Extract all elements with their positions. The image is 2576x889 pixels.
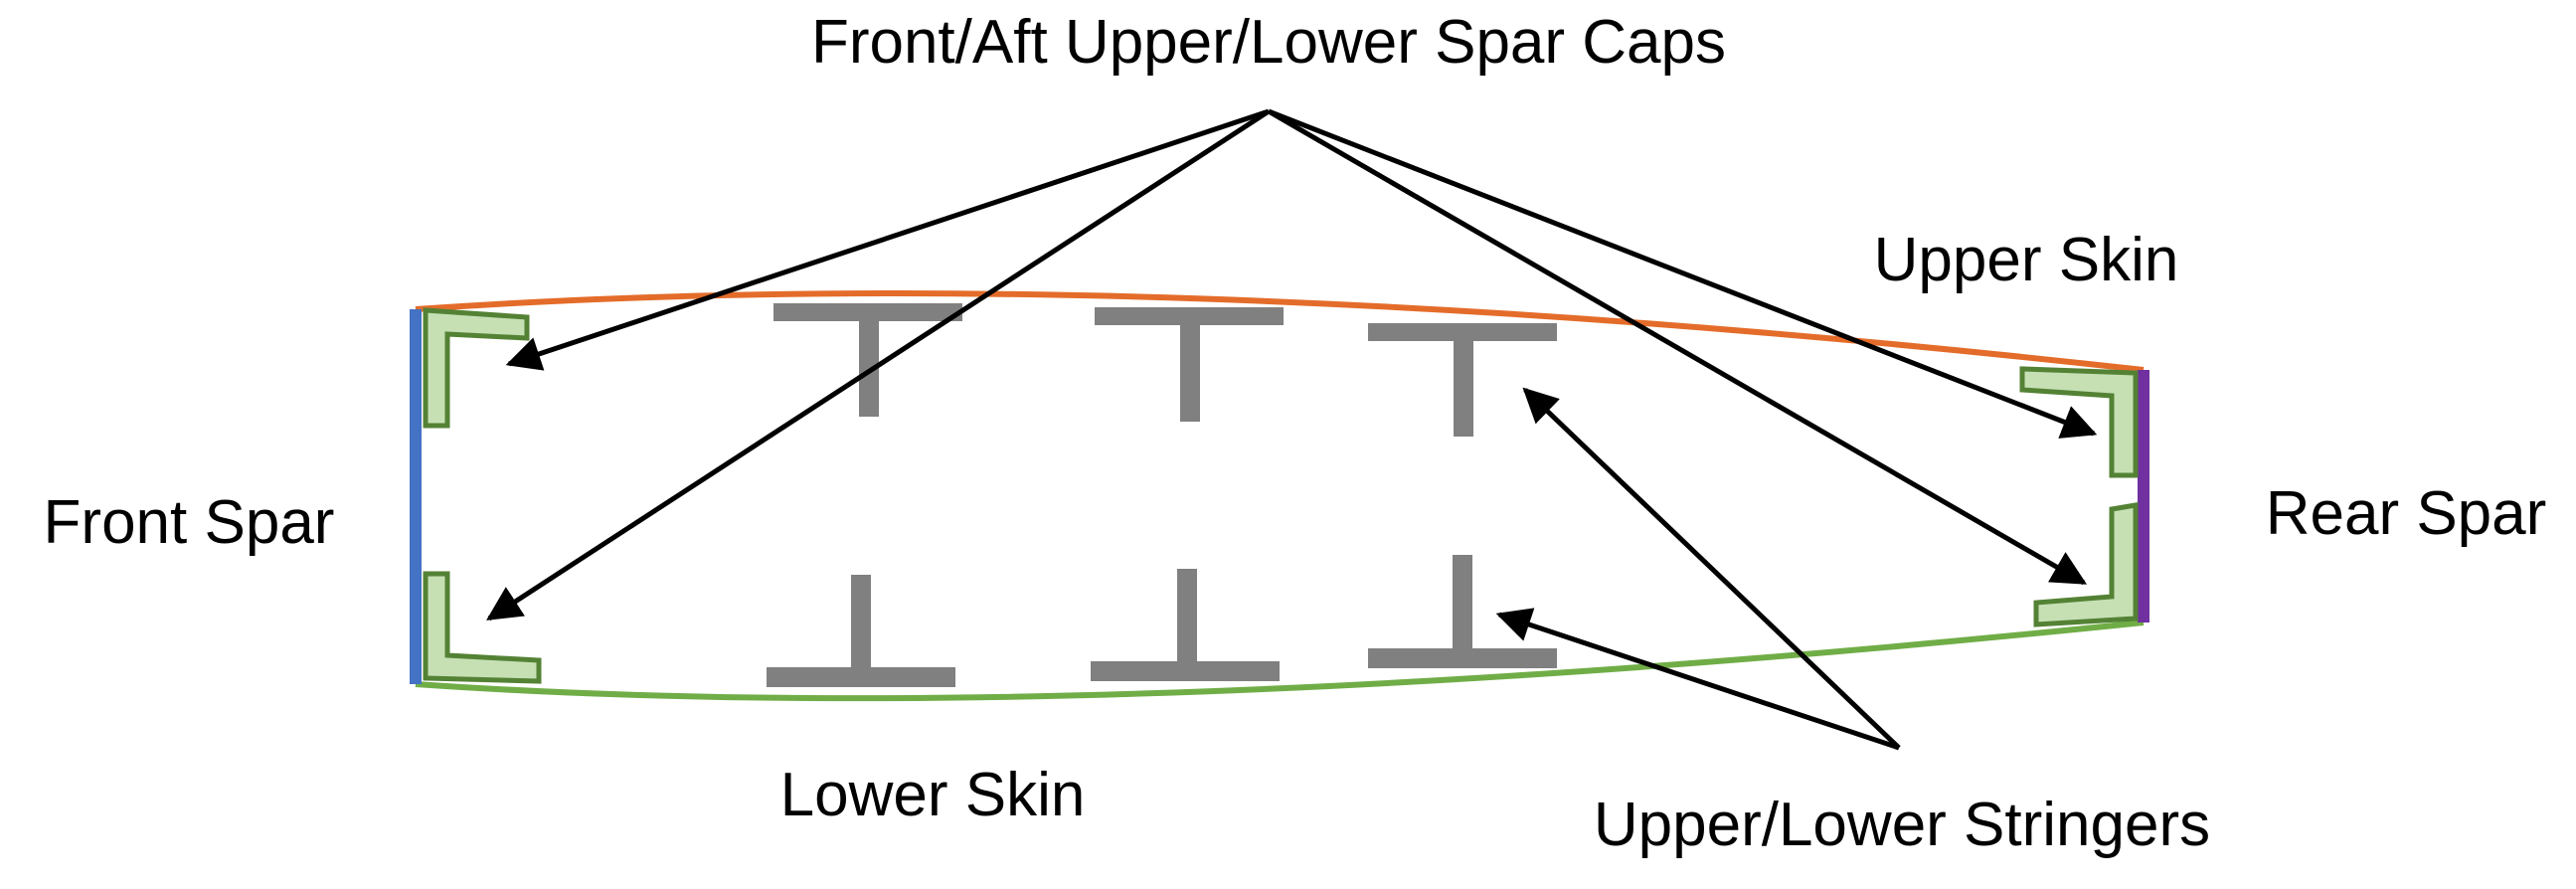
label-upper-skin: Upper Skin: [1874, 226, 2179, 294]
label-spar-caps: Front/Aft Upper/Lower Spar Caps: [811, 8, 1726, 77]
lower-skin: [415, 620, 2145, 702]
spar-cap-front-upper: [423, 307, 530, 429]
spar-cap-arrows: [486, 108, 2098, 622]
spar-cap-rear-lower: [2033, 502, 2139, 627]
label-rear-spar: Rear Spar: [2266, 479, 2547, 548]
arrow-to-lower-stringer: [1495, 608, 1900, 751]
spar-cap-front-lower: [423, 571, 542, 684]
spar-cap-rear-upper: [2019, 366, 2139, 478]
lower-stringer-1: [767, 575, 955, 687]
upper-skin: [415, 290, 2145, 373]
arrow-to-upper-stringer: [1522, 387, 1901, 750]
upper-stringer-3: [1368, 323, 1557, 437]
arrow-to-front-upper-cap: [505, 108, 1270, 371]
stringer-arrows: [1495, 387, 1901, 751]
label-lower-skin: Lower Skin: [780, 761, 1086, 829]
label-stringers: Upper/Lower Stringers: [1594, 791, 2210, 859]
label-front-spar: Front Spar: [44, 488, 335, 557]
upper-stringer-1: [773, 303, 962, 417]
lower-stringer-2: [1091, 569, 1280, 681]
upper-stringer-2: [1095, 307, 1284, 422]
arrow-to-rear-upper-cap: [1268, 108, 2098, 439]
lower-stringer-3: [1368, 555, 1557, 668]
arrow-to-front-lower-cap: [486, 108, 1271, 622]
arrow-to-rear-lower-cap: [1267, 108, 2088, 586]
